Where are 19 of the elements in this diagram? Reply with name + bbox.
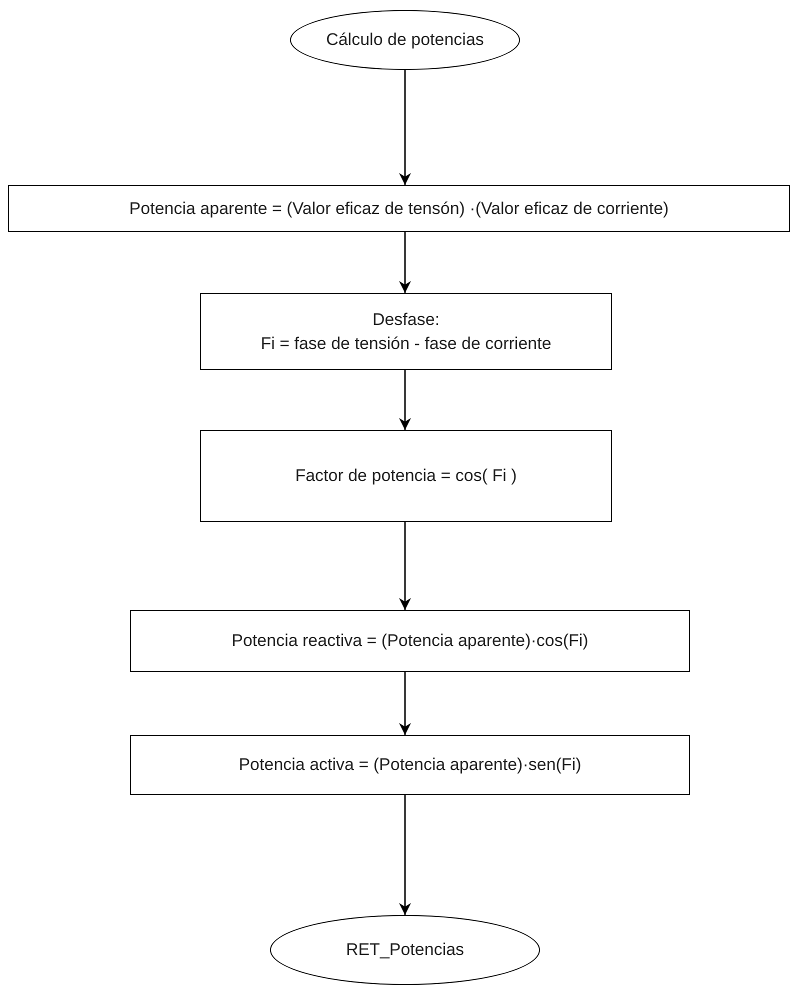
arrow bbox=[399, 672, 411, 735]
arrow bbox=[399, 370, 411, 430]
box-text: Fi = fase de tensión - fase de corriente bbox=[260, 332, 552, 354]
process-box bbox=[130, 735, 690, 795]
box-text: Potencia reactiva = (Potencia aparente)·cos(Fi) bbox=[232, 630, 588, 652]
process-box bbox=[8, 185, 790, 232]
box-text: Cálculo de potencias bbox=[326, 29, 484, 51]
box-text: Potencia activa = (Potencia aparente)·sen(Fi) bbox=[238, 754, 582, 776]
box-text: RET_Potencias bbox=[346, 939, 464, 961]
process-box bbox=[130, 610, 690, 672]
arrow bbox=[399, 70, 411, 185]
box-text: Potencia aparente = (Valor eficaz de tensón) ·(Valor eficaz de corriente) bbox=[129, 198, 669, 220]
box-heading: Desfase: bbox=[372, 308, 440, 330]
process-box bbox=[200, 293, 612, 370]
arrow bbox=[399, 795, 411, 915]
arrow bbox=[399, 522, 411, 610]
process-box bbox=[200, 430, 612, 522]
arrow bbox=[399, 232, 411, 293]
box-text: Factor de potencia = cos( Fi ) bbox=[295, 465, 517, 487]
